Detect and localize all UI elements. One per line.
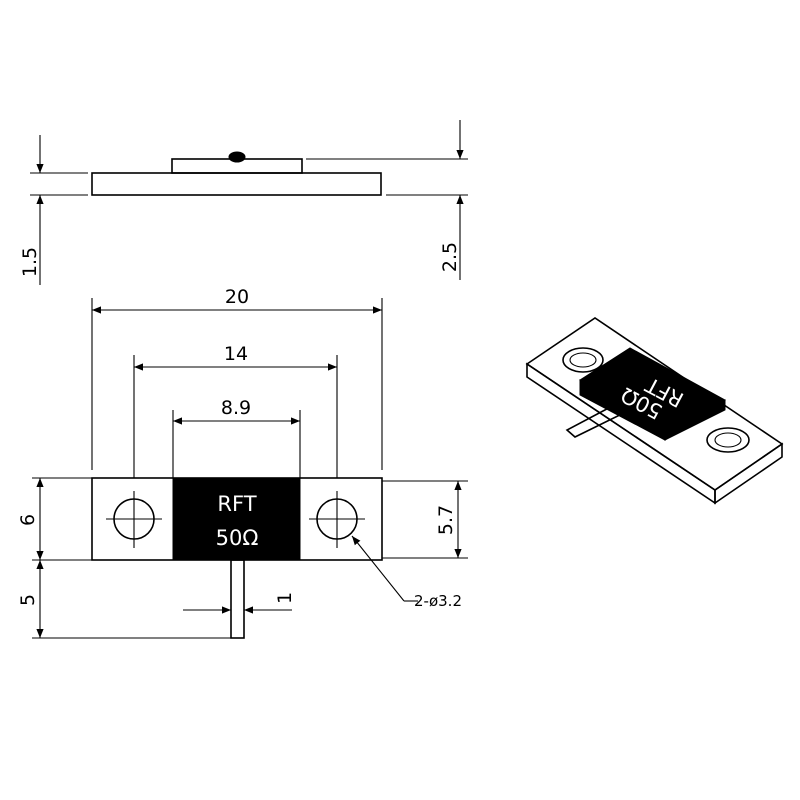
dim-flange-height-label: 6 [17,514,39,526]
isometric-view: RFT 50Ω [525,317,784,505]
front-view: 20 14 8.9 RFT 50Ω 6 5 [17,286,468,639]
resistor-label-ohms: 50Ω [216,526,259,550]
dim-side-total-height-label: 2.5 [439,242,461,272]
iso-body-front [664,399,726,441]
side-lead-stub [228,151,246,163]
hole-callout-leader [351,535,405,602]
iso-flange-side [714,442,783,505]
lead [230,559,245,639]
iso-hole-left-inner [569,352,597,368]
dim-body-width-label: 8.9 [221,397,251,419]
resistor-label-rft: RFT [217,492,256,516]
iso-hole-left [562,347,604,373]
iso-hole-right [706,427,750,453]
side-view: 1.5 2.5 [19,120,468,285]
iso-hole-right-inner [714,432,742,448]
dim-hole-spacing-label: 14 [224,343,248,365]
hole-callout-label: 2-ø3.2 [414,592,462,610]
dim-lead-width-label: 1 [274,592,296,604]
side-flange [91,172,382,196]
dim-side-thickness-label: 1.5 [19,247,41,277]
dim-lead-length-label: 5 [17,594,39,606]
dim-overall-length-label: 20 [225,286,249,308]
dim-body-height-label: 5.7 [435,505,457,535]
